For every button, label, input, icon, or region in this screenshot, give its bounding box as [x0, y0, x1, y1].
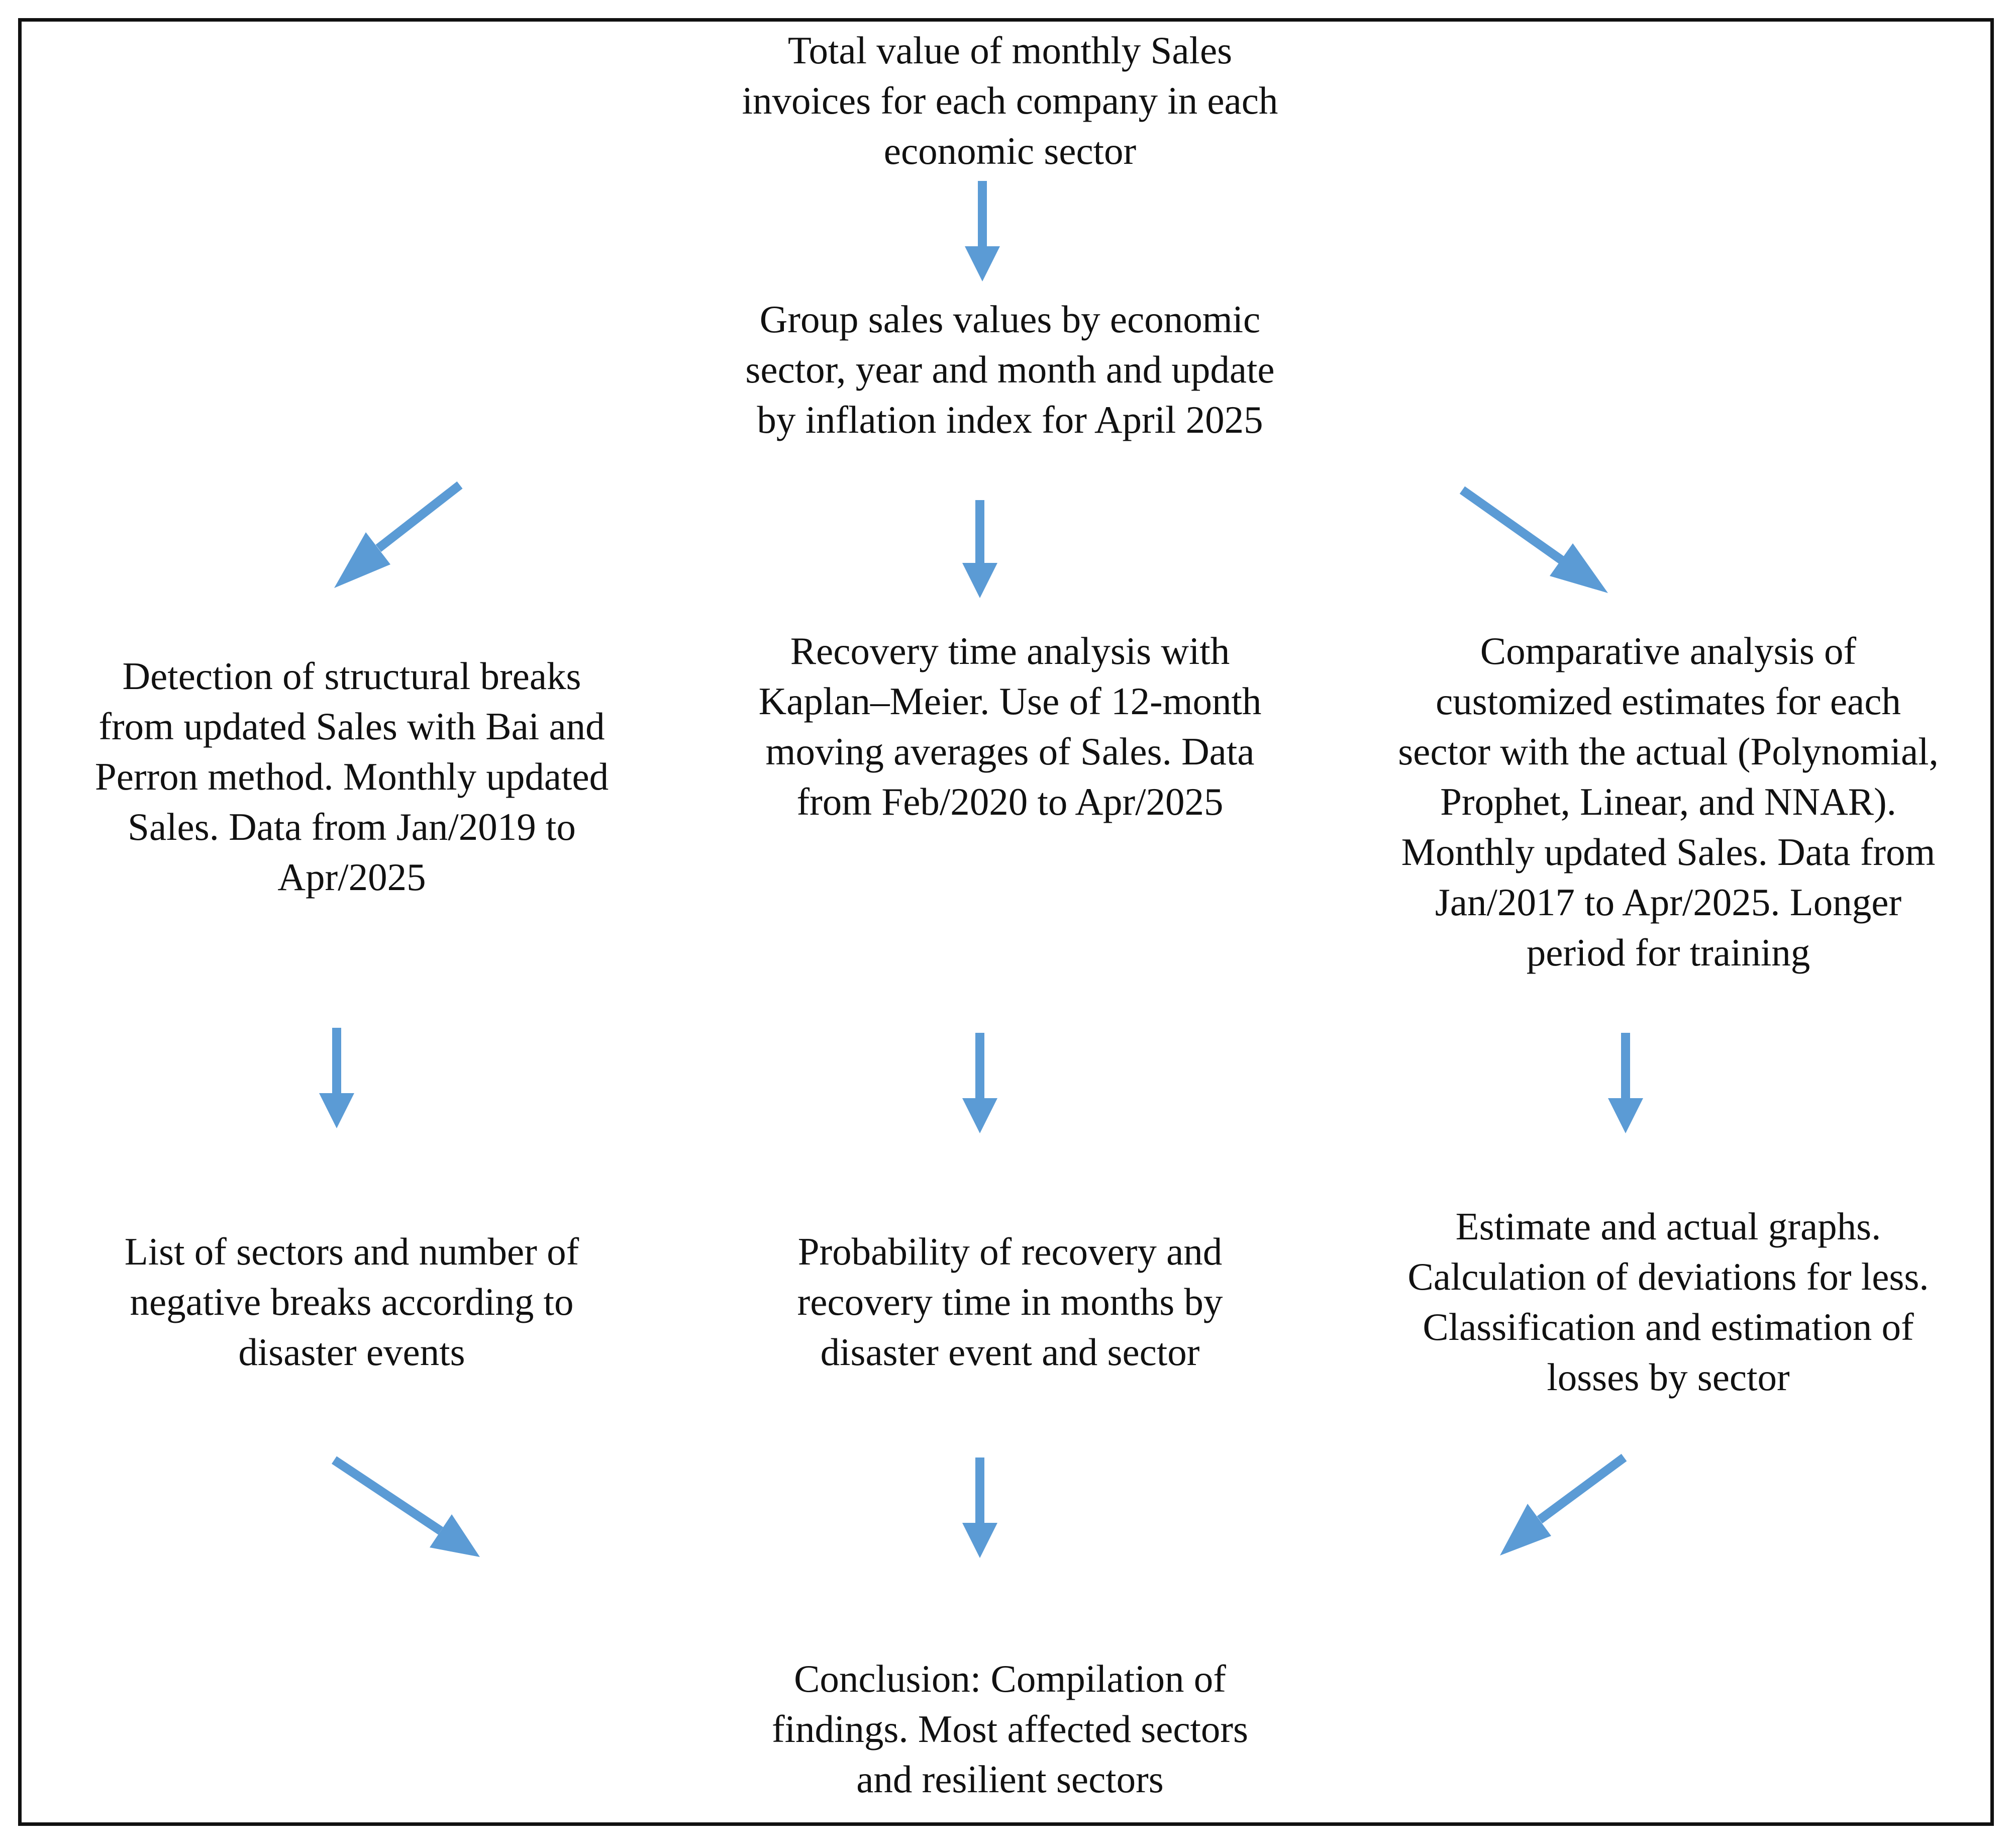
- arrow-group-to-comparative: [1459, 486, 1608, 593]
- arrow-breaks-to-breaks-result: [319, 1028, 354, 1128]
- arrow-group-to-breaks: [334, 481, 463, 588]
- arrow-group-to-recovery: [962, 500, 997, 598]
- node-negative-breaks-list: List of sectors and number of negative b…: [124, 1230, 579, 1374]
- arrow-comparative-to-comparative-result: [1608, 1033, 1643, 1133]
- node-recovery-analysis: Recovery time analysis with Kaplan–Meier…: [758, 629, 1262, 823]
- node-group-sales: Group sales values by economic sector, y…: [745, 298, 1275, 441]
- arrow-recovery-result-to-conclusion: [962, 1457, 997, 1558]
- node-sales-invoices: Total value of monthly Sales invoices fo…: [742, 29, 1278, 172]
- arrow-source-to-group: [965, 181, 1000, 281]
- node-structural-breaks: Detection of structural breaks from upda…: [94, 654, 609, 899]
- node-loss-estimation: Estimate and actual graphs. Calculation …: [1407, 1205, 1929, 1399]
- node-recovery-probability: Probability of recovery and recovery tim…: [797, 1230, 1223, 1374]
- arrow-recovery-to-recovery-result: [962, 1033, 997, 1133]
- node-comparative-analysis: Comparative analysis of customized estim…: [1398, 629, 1939, 974]
- diagram-frame: [18, 18, 1994, 1826]
- arrow-breaks-result-to-conclusion: [332, 1456, 480, 1557]
- node-conclusion: Conclusion: Compilation of findings. Mos…: [771, 1657, 1249, 1801]
- arrow-comparative-result-to-conclusion: [1500, 1453, 1627, 1556]
